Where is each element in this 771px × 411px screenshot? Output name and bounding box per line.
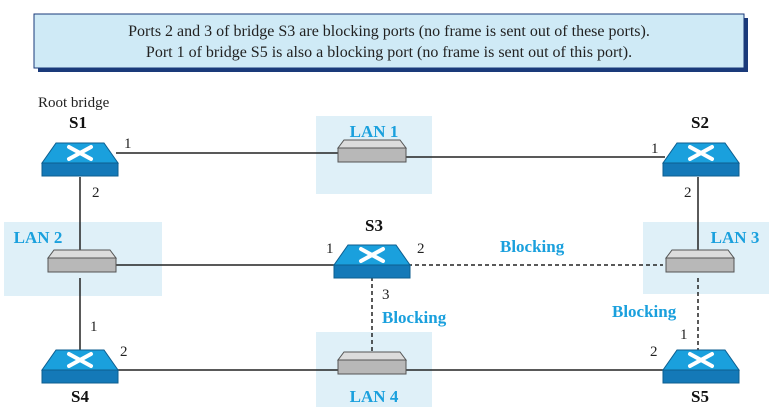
lan3-hub <box>665 249 735 273</box>
blocking-links <box>371 264 699 355</box>
bridge-s2-label: S2 <box>691 113 709 132</box>
bridge-s5-label: S5 <box>691 387 709 406</box>
blocking-label-s3-port2: Blocking <box>500 237 565 256</box>
note-line-1: Ports 2 and 3 of bridge S3 are blocking … <box>128 23 650 40</box>
note-background <box>33 13 745 69</box>
s1-port-2: 2 <box>92 185 100 201</box>
note-box: Ports 2 and 3 of bridge S3 are blocking … <box>33 13 748 72</box>
bridge-s4-label: S4 <box>71 387 89 406</box>
lan4-label: LAN 4 <box>350 387 399 406</box>
s3-port-2: 2 <box>417 241 425 257</box>
lan1-label: LAN 1 <box>350 122 399 141</box>
s3-port-3: 3 <box>382 287 390 303</box>
s4-port-1: 1 <box>90 319 98 335</box>
s5-port-1: 1 <box>680 327 688 343</box>
s2-port-2: 2 <box>684 185 692 201</box>
bridge-s4 <box>40 348 120 385</box>
lan2-hub <box>47 249 117 273</box>
lan2-label: LAN 2 <box>14 228 63 247</box>
bridge-s3-label: S3 <box>365 216 383 235</box>
root-bridge-label: Root bridge <box>38 95 110 111</box>
bridge-s1-label: S1 <box>69 113 87 132</box>
note-line-2: Port 1 of bridge S5 is also a blocking p… <box>146 44 632 61</box>
bridge-s3 <box>332 243 412 280</box>
s1-port-1: 1 <box>124 136 132 152</box>
blocking-label-s3-port3: Blocking <box>382 308 447 327</box>
s3-port-1: 1 <box>326 241 334 257</box>
s5-port-2: 2 <box>650 344 658 360</box>
lan4-hub <box>337 351 407 375</box>
bridge-s5 <box>661 348 741 385</box>
active-links <box>79 152 699 371</box>
lan1-hub <box>337 139 407 163</box>
lan3-label: LAN 3 <box>711 228 760 247</box>
bridge-s2 <box>661 141 741 178</box>
bridge-s1 <box>40 141 120 178</box>
blocking-label-s5-port1: Blocking <box>612 302 677 321</box>
s2-port-1: 1 <box>651 141 659 157</box>
s4-port-2: 2 <box>120 344 128 360</box>
